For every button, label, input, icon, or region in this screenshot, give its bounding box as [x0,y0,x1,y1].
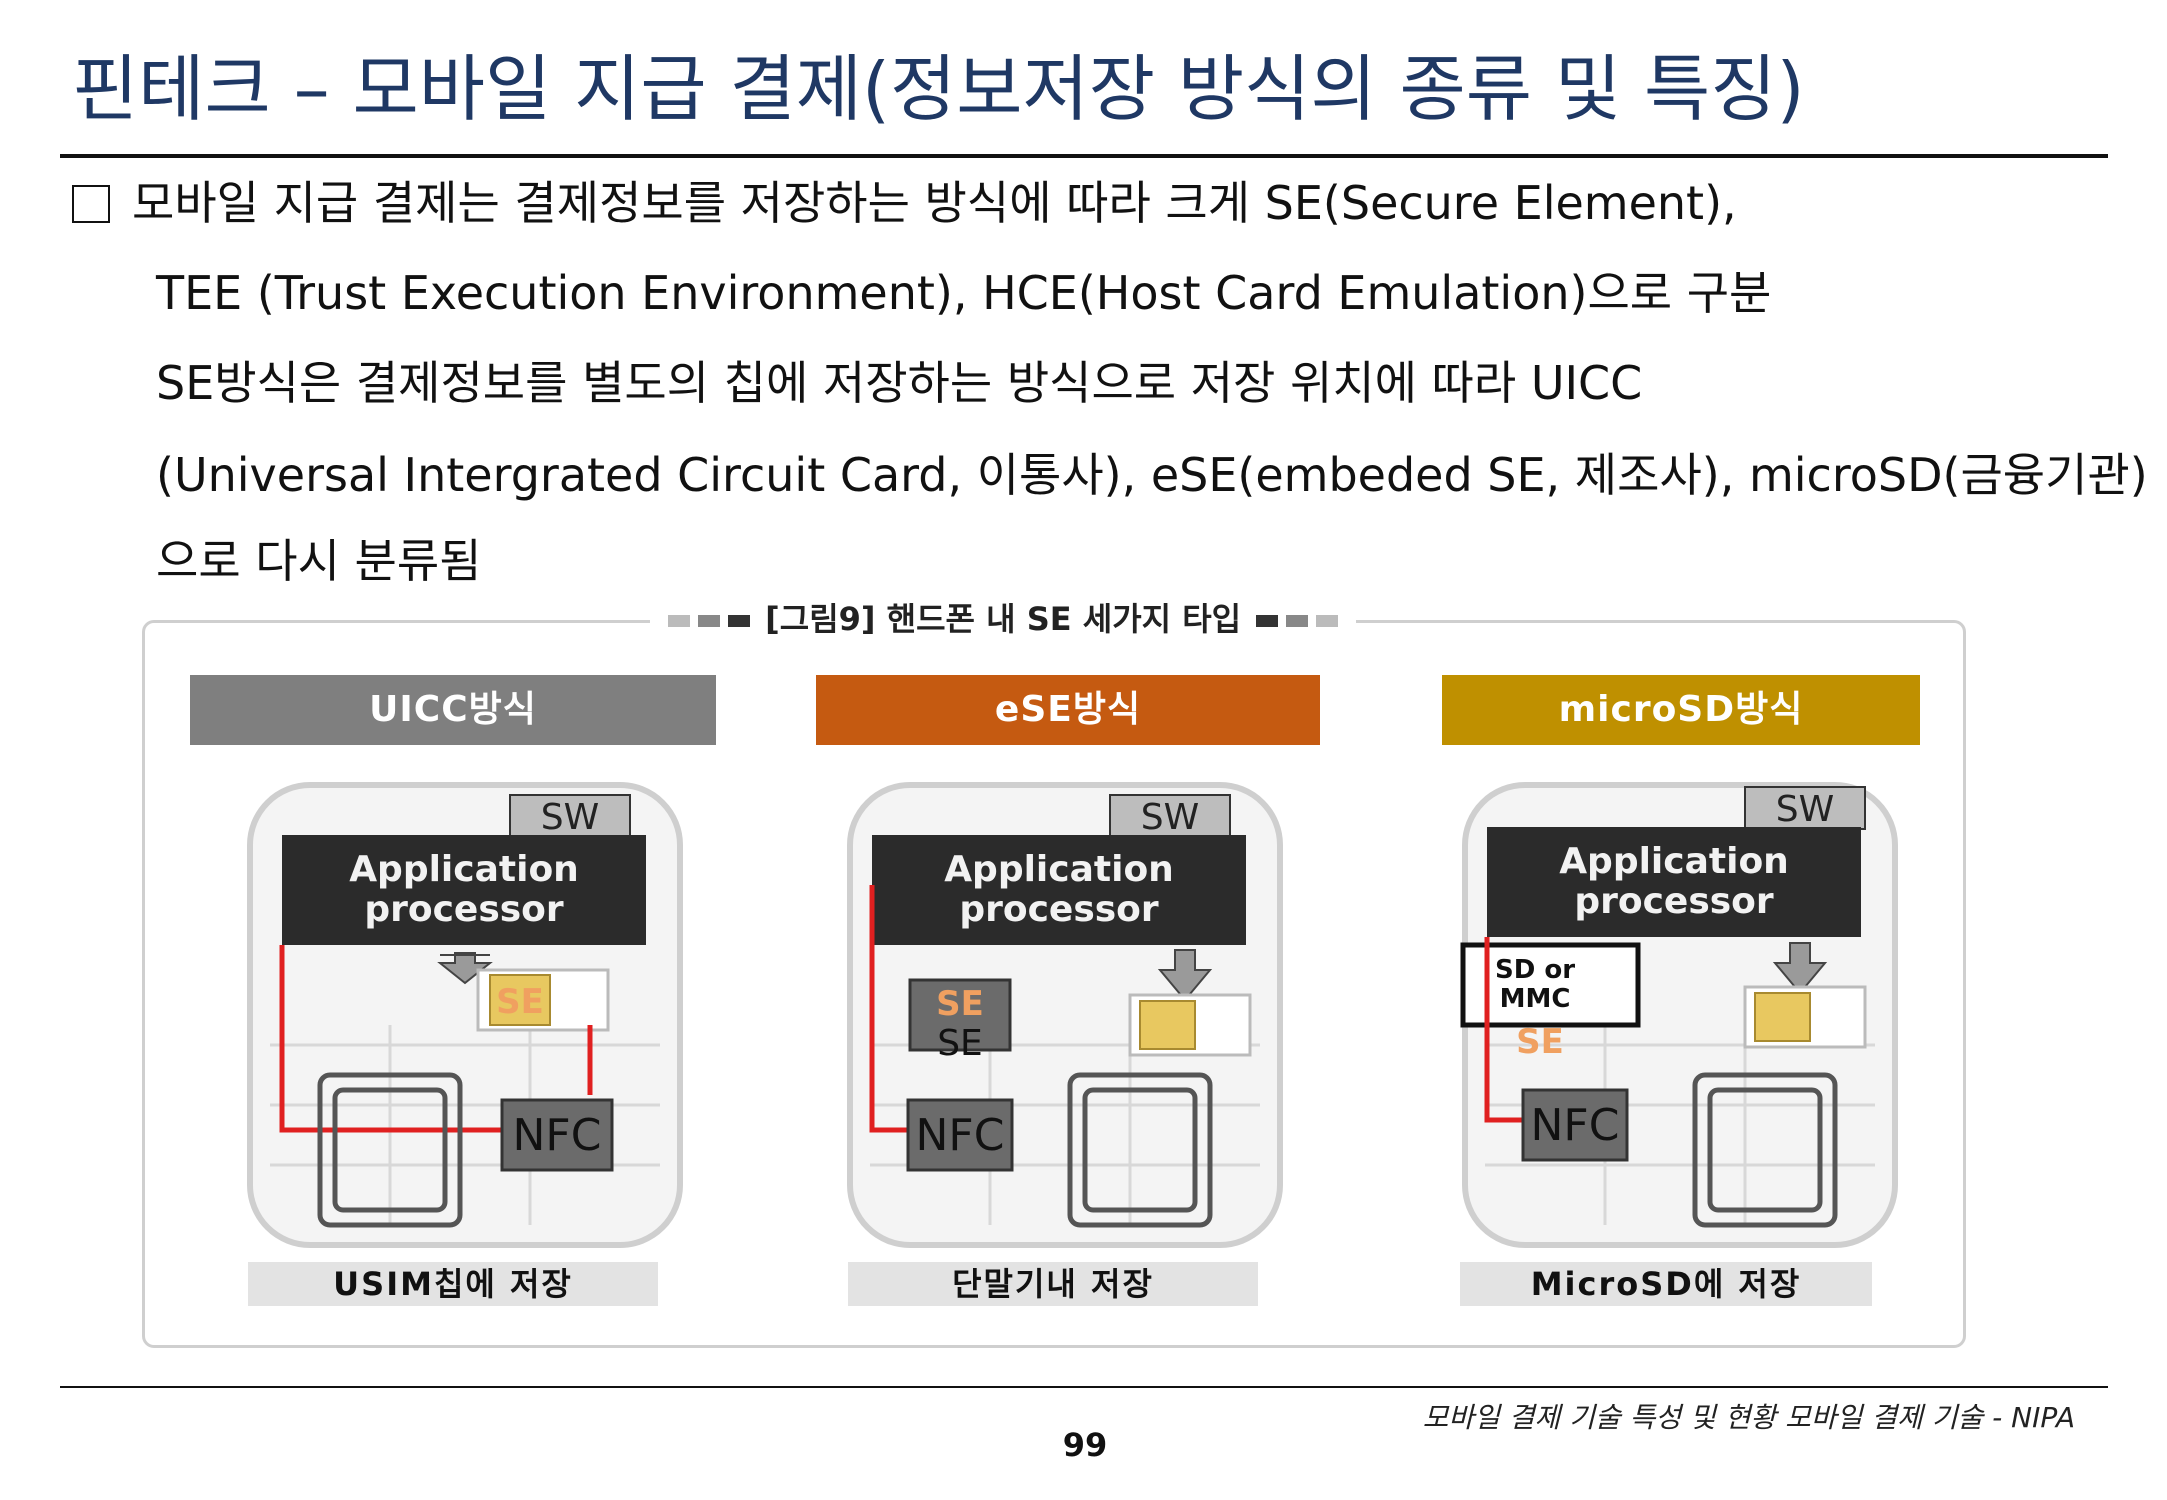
ap-label-line2: processor [1574,881,1774,922]
nfc-antenna-coil [1082,1087,1198,1213]
phone-diagram-ese: SW Application processor SE SE NFC [847,782,1283,1248]
red-wire [279,945,540,1133]
nfc-label: NFC [916,1110,1005,1161]
sw-label: SW [541,797,599,838]
figure-caption-text: [그림9] 핸드폰 내 SE 세가지 타입 [765,600,1242,638]
red-wire [1484,937,1530,1123]
phone-diagram-microsd: SW Application processor SD or MMC SE NF… [1460,782,1898,1248]
title-divider [60,154,2108,158]
panel-footer-uicc: USIM칩에 저장 [248,1262,658,1306]
ap-label-line1: Application [944,849,1174,890]
se-label: SE [1516,1022,1564,1062]
ap-label-line2: processor [364,889,564,930]
nfc-antenna-coil [1707,1087,1823,1213]
ap-label-line2: processor [959,889,1159,930]
nfc-antenna-coil [1067,1072,1213,1228]
application-processor-box [872,835,1246,945]
footer-divider [60,1386,2108,1388]
ap-label-line1: Application [1559,841,1789,882]
caption-mark-icon [1256,615,1279,627]
caption-mark-icon [1316,615,1339,627]
caption-mark-icon [698,615,720,627]
body-text-1: 모바일 지급 결제는 결제정보를 저장하는 방식에 따라 크게 SE(Secur… [132,176,1737,230]
sw-box [1109,794,1231,838]
ap-label-line1: Application [349,849,579,890]
double-arrow-icon [1157,949,1213,1002]
nfc-label: NFC [513,1110,602,1161]
caption-mark-icon [1286,615,1309,627]
panel-header-microsd: microSD방식 [1442,675,1920,745]
double-arrow-icon [1772,942,1828,995]
sd-card [1460,942,1641,1028]
sw-label: SW [1141,797,1199,838]
application-processor-box [1487,827,1861,937]
body-line-5: 으로 다시 분류됨 [156,534,482,588]
phone-diagram-uicc: SW Application processor SE NFC [247,782,683,1248]
red-wire [869,885,915,1133]
nfc-chip [500,1098,614,1172]
sw-box [1744,786,1866,830]
sim-chip-icon [1139,1000,1196,1050]
sw-label: SW [1776,789,1834,830]
nfc-antenna-coil [332,1087,448,1213]
caption-mark-icon [728,615,750,627]
embedded-se-chip [908,978,1012,1052]
panel-footer-microsd: MicroSD에 저장 [1460,1262,1872,1306]
sd-label-line1: SD or [1495,955,1575,985]
body-line-3: SE방식은 결제정보를 별도의 칩에 저장하는 방식으로 저장 위치에 따라 U… [156,356,1643,410]
page-number: 99 [1062,1426,1108,1464]
nfc-label: NFC [1531,1100,1620,1151]
page-title: 핀테크 – 모바일 지급 결제(정보저장 방식의 종류 및 특징) [72,47,1805,131]
checkbox-bullet-icon [72,185,110,223]
source-citation: 모바일 결제 기술 특성 및 현황 모바일 결제 기술 - NIPA [1422,1401,2075,1434]
sim-chip-icon [1754,992,1811,1042]
body-line-2: TEE (Trust Execution Environment), HCE(H… [156,266,1772,320]
se-label: SE [936,984,984,1024]
nfc-chip [1521,1088,1629,1162]
se-label: SE [496,982,544,1022]
nfc-antenna-coil [317,1072,463,1228]
body-line-4: (Universal Intergrated Circuit Card, 이통사… [156,450,2148,501]
caption-mark-icon [668,615,690,627]
panel-header-uicc: UICC방식 [190,675,716,745]
panel-header-ese: eSE방식 [816,675,1320,745]
application-processor-box [282,835,646,945]
nfc-chip [906,1098,1014,1172]
se-label-shadow: SE [937,1023,983,1064]
figure-caption: [그림9] 핸드폰 내 SE 세가지 타입 [650,596,1357,642]
sim-chip-icon [489,974,551,1026]
body-line-1: 모바일 지급 결제는 결제정보를 저장하는 방식에 따라 크게 SE(Secur… [72,178,1737,229]
nfc-antenna-coil [1692,1072,1838,1228]
sd-label-line2: MMC [1500,984,1571,1014]
panel-footer-ese: 단말기내 저장 [848,1262,1258,1306]
